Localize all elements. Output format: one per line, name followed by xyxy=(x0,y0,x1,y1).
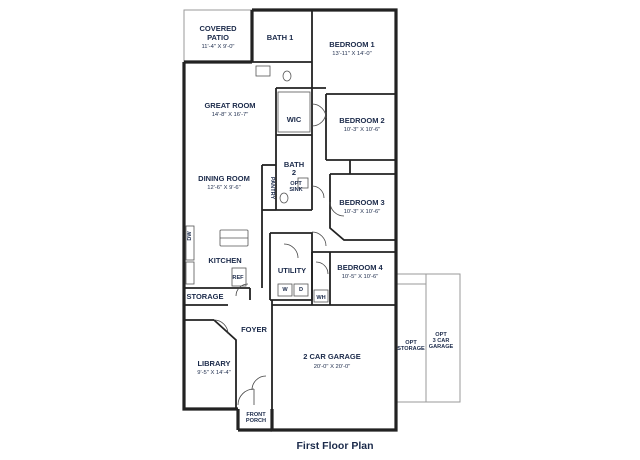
bedroom2-label: BEDROOM 2 xyxy=(339,116,384,125)
door-swings xyxy=(213,103,345,406)
great-room-dims: 14'-8" X 16'-7" xyxy=(212,112,249,118)
bath1-label: BATH 1 xyxy=(267,33,294,42)
garage-dims: 20'-0" X 20'-0" xyxy=(314,364,351,370)
bedroom1-dims: 13'-11" X 14'-0" xyxy=(332,51,371,57)
library-dims: 9'-5" X 14'-4" xyxy=(197,370,230,376)
opt-3car-label-2: 3 CAR xyxy=(433,338,450,344)
ref-label: REF xyxy=(232,275,244,281)
opt-storage-label-2: STORAGE xyxy=(397,346,425,352)
bath2-label: BATH xyxy=(284,160,304,169)
covered-patio-label-2: PATIO xyxy=(207,33,229,42)
front-porch-label: FRONT xyxy=(246,412,266,418)
opt-storage-label: OPT xyxy=(405,340,417,346)
garage-label: 2 CAR GARAGE xyxy=(303,352,361,361)
covered-patio-dims: 11'-4" X 9'-0" xyxy=(202,44,235,50)
bedroom3-label: BEDROOM 3 xyxy=(339,198,384,207)
interior-walls xyxy=(184,10,396,409)
washer-label: W xyxy=(282,287,288,293)
exterior-walls xyxy=(182,8,398,432)
dining-room-label: DINING ROOM xyxy=(198,174,250,183)
covered-patio-label: COVERED xyxy=(199,24,237,33)
dw-label: DW xyxy=(187,231,193,241)
bedroom4-dims: 10'-5" X 10'-6" xyxy=(342,274,379,280)
foyer-label: FOYER xyxy=(241,325,267,334)
storage-label: STORAGE xyxy=(187,292,224,301)
wic-label: WIC xyxy=(287,115,302,124)
pantry-label: PANTRY xyxy=(269,177,275,200)
utility-label: UTILITY xyxy=(278,266,306,275)
dining-room-dims: 12'-6" X 9'-6" xyxy=(207,185,240,191)
opt-3car-label: OPT xyxy=(435,332,447,338)
bedroom2-dims: 10'-3" X 10'-6" xyxy=(344,127,381,133)
dryer-label: D xyxy=(299,287,303,293)
room-labels: COVERED PATIO 11'-4" X 9'-0" BATH 1 BEDR… xyxy=(187,24,454,424)
opt-3car-label-3: GARAGE xyxy=(429,344,454,350)
opt-sink-label-2: SINK xyxy=(289,187,302,193)
front-porch-label-2: PORCH xyxy=(246,418,266,424)
bedroom3-dims: 10'-3" X 10'-6" xyxy=(344,209,381,215)
fixtures xyxy=(185,65,329,303)
bath2-label-2: 2 xyxy=(292,168,296,177)
plan-title: First Floor Plan xyxy=(296,440,373,452)
opt-sink-label: OPT xyxy=(290,181,302,187)
great-room-label: GREAT ROOM xyxy=(204,101,255,110)
opt-3car-garage-outline xyxy=(395,273,461,403)
bedroom4-label: BEDROOM 4 xyxy=(337,263,383,272)
bedroom1-label: BEDROOM 1 xyxy=(329,40,374,49)
kitchen-label: KITCHEN xyxy=(208,256,241,265)
wh-label: WH xyxy=(316,295,325,301)
library-label: LIBRARY xyxy=(197,359,230,368)
